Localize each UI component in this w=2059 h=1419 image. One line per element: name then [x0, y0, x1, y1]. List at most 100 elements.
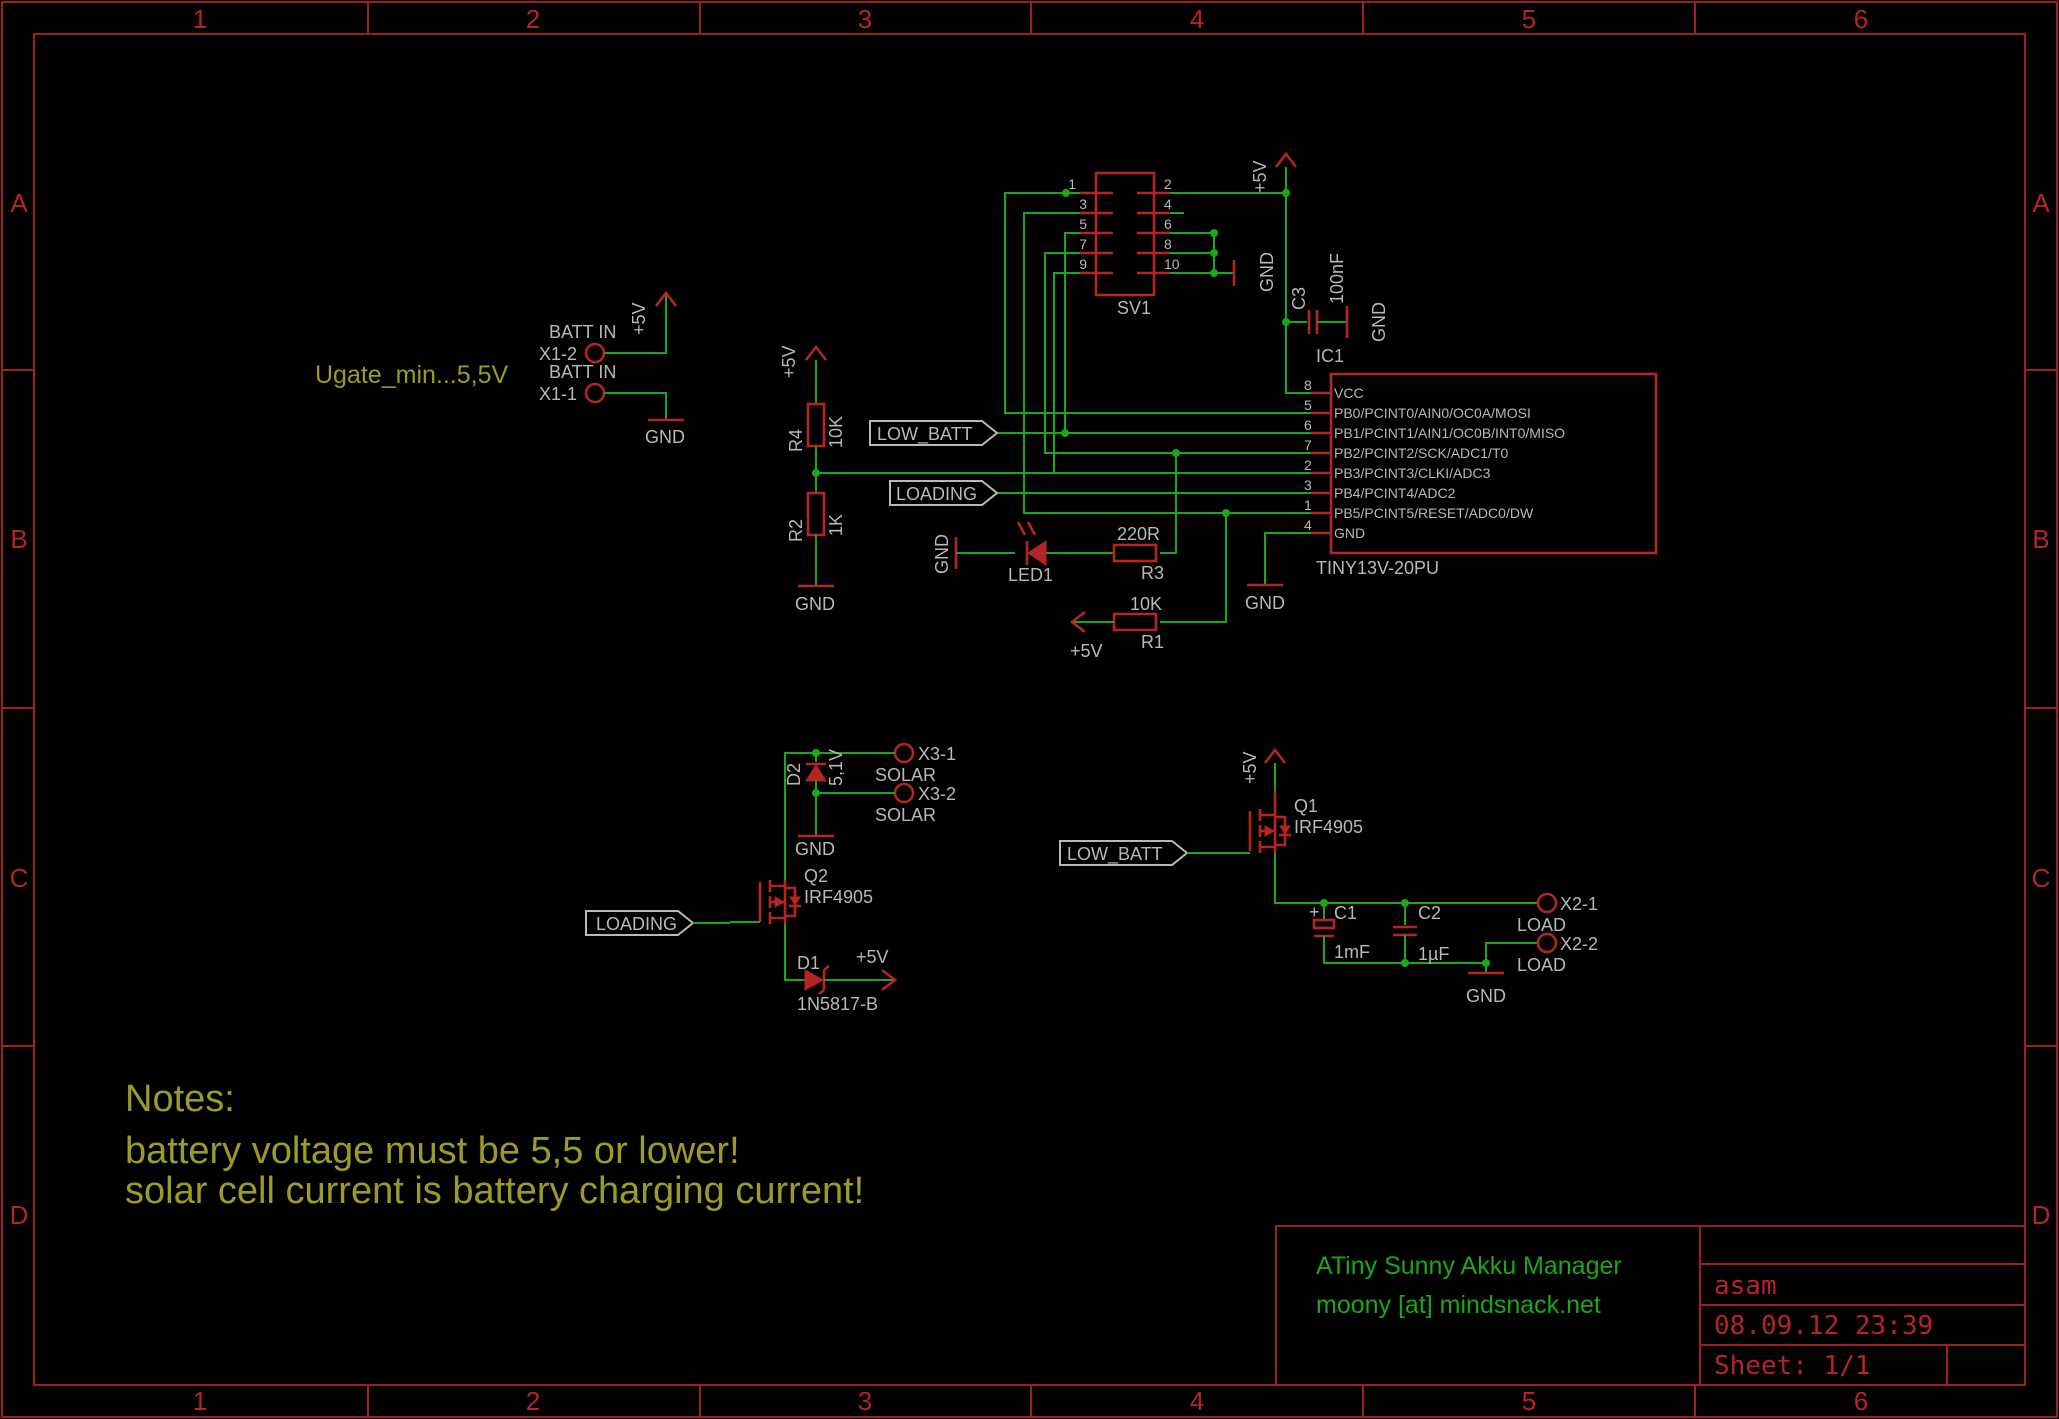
divider-vcc-label: +5V: [779, 345, 799, 378]
ic1-pin-pb5: PB5/PCINT5/RESET/ADC0/DW: [1334, 505, 1534, 521]
c2-name: C2: [1418, 903, 1441, 923]
notes-heading: Notes:: [125, 1078, 235, 1120]
sv1-pin-8: 8: [1164, 236, 1172, 252]
net-label-low-batt-ic-text: LOW_BATT: [877, 424, 973, 445]
datetime-text: 08.09.12 23:39: [1714, 1311, 1933, 1341]
col-label-5-top: 5: [1522, 4, 1536, 34]
x3-2-pin: X3-2: [918, 784, 956, 804]
sv1-gnd-label: GND: [1257, 252, 1277, 292]
r3-value: 220R: [1117, 524, 1160, 544]
d1-name: D1: [797, 953, 820, 973]
header-vcc-label: +5V: [1250, 160, 1270, 193]
row-label-d-left: D: [10, 1200, 29, 1230]
ic1-pin-gnd: GND: [1334, 525, 1365, 541]
x3-2-label: SOLAR: [875, 805, 936, 825]
net-label-low-batt-ic: LOW_BATT: [869, 420, 999, 446]
d1-value: 1N5817-B: [797, 994, 878, 1014]
header-sv1: 1 3 5 7 9 2 4 6 8 10 SV1: [1068, 171, 1180, 318]
col-label-1-top: 1: [193, 4, 207, 34]
net-label-loading-q2-text: LOADING: [596, 914, 677, 934]
row-label-c-left: C: [10, 863, 29, 893]
batt-in-pin-2: X1-2: [539, 344, 577, 364]
batt-in-pin-1: X1-1: [539, 384, 577, 404]
q2-value: IRF4905: [804, 887, 873, 907]
title-block: ATiny Sunny Akku Manager moony [at] mind…: [1275, 1225, 2026, 1386]
voltage-divider: +5V GND R4 10K R2 1K: [779, 344, 846, 614]
c1-plus: +: [1309, 902, 1320, 922]
signal-wiring: [816, 189, 1311, 623]
q2-name: Q2: [804, 866, 828, 886]
row-label-a-right: A: [2032, 188, 2050, 218]
c3-name: C3: [1289, 287, 1309, 310]
sv1-pin-9: 9: [1079, 256, 1087, 272]
row-label-b-left: B: [10, 524, 27, 554]
net-label-loading-q2: LOADING: [585, 910, 730, 936]
ic1-attiny13: 8 5 6 7 2 3 1 4 VCC PB0/PCINT0/AIN0/OC0A…: [1245, 372, 1658, 613]
r3-name: R3: [1141, 563, 1164, 583]
col-label-2-bottom: 2: [526, 1386, 540, 1416]
ic1-part: TINY13V-20PU: [1316, 558, 1439, 578]
col-label-3-top: 3: [858, 4, 872, 34]
r1-name: R1: [1141, 632, 1164, 652]
batt-in-vcc-label: +5V: [629, 302, 649, 335]
batt-in-gnd-label: GND: [645, 427, 685, 447]
c3-gnd-label: GND: [1369, 302, 1389, 342]
x2-2-pin: X2-2: [1560, 934, 1598, 954]
col-label-6-bottom: 6: [1854, 1386, 1868, 1416]
c1-value: 1mF: [1334, 942, 1370, 962]
d2-value: 5,1V: [826, 749, 846, 786]
ic1-pin-pb0: PB0/PCINT0/AIN0/OC0A/MOSI: [1334, 405, 1531, 421]
row-label-d-right: D: [2032, 1200, 2051, 1230]
ic1-pin-num-3: 3: [1304, 477, 1312, 493]
title-text: ATiny Sunny Akku Manager: [1316, 1252, 1622, 1280]
notes-line-2: solar cell current is battery charging c…: [125, 1170, 864, 1212]
ugate-annotation: Ugate_min...5,5V: [315, 361, 508, 389]
r2-name: R2: [786, 519, 806, 542]
sv1-pin-1: 1: [1068, 176, 1076, 192]
ic1-gnd-label: GND: [1245, 593, 1285, 613]
col-label-6-top: 6: [1854, 4, 1868, 34]
r4-value: 10K: [826, 416, 846, 448]
d2-name: D2: [784, 763, 804, 786]
notes-block: Notes: battery voltage must be 5,5 or lo…: [125, 1078, 864, 1212]
author-text: asam: [1714, 1271, 1777, 1301]
sv1-name: SV1: [1117, 298, 1151, 318]
x3-1-pin: X3-1: [918, 744, 956, 764]
ic1-pin-num-6: 6: [1304, 417, 1312, 433]
x2-1-label: LOAD: [1517, 915, 1566, 935]
ic1-pin-pb1: PB1/PCINT1/AIN1/OC0B/INT0/MISO: [1334, 425, 1565, 441]
load-gnd-label: GND: [1466, 986, 1506, 1006]
d1-vcc-label: +5V: [856, 947, 889, 967]
ic1-pin-num-4: 4: [1304, 517, 1312, 533]
batt-in-label-1: BATT IN: [549, 362, 616, 382]
ic1-pin-pb3: PB3/PCINT3/CLKI/ADC3: [1334, 465, 1491, 481]
sheet-number: Sheet: 1/1: [1714, 1351, 1871, 1381]
x3-1-label: SOLAR: [875, 765, 936, 785]
ic1-pin-num-1: 1: [1304, 497, 1312, 513]
net-label-low-batt-q1: LOW_BATT: [1059, 840, 1220, 866]
contact-text: moony [at] mindsnack.net: [1316, 1291, 1601, 1319]
ic1-pin-num-5: 5: [1304, 397, 1312, 413]
c1-name: C1: [1334, 903, 1357, 923]
sv1-pin-3: 3: [1079, 196, 1087, 212]
sv1-pin-4: 4: [1164, 196, 1172, 212]
d2-gnd-label: GND: [795, 839, 835, 859]
x2-1-pin: X2-1: [1560, 894, 1598, 914]
ic1-pin-pb2: PB2/PCINT2/SCK/ADC1/T0: [1334, 445, 1508, 461]
load-switch: +5V Q1 IRF4905 + C1 1mF C2 1µF: [1220, 747, 1598, 1006]
q1-name: Q1: [1294, 796, 1318, 816]
notes-line-1: battery voltage must be 5,5 or lower!: [125, 1130, 740, 1172]
solar-charger: GND D2 5,1V X3-1 SOLAR X3-2 SOLAR Q2 IRF…: [730, 742, 956, 1014]
batt-in-label-2: BATT IN: [549, 322, 616, 342]
grid-labels: 1 2 3 4 5 6 1 2 3 4 5 6 A B C D A B C D: [10, 4, 2051, 1416]
led-indicator: GND LED1 220R R3: [932, 521, 1164, 585]
ic1-pin-num-2: 2: [1304, 457, 1312, 473]
col-label-4-bottom: 4: [1190, 1386, 1204, 1416]
ic1-name: IC1: [1316, 346, 1344, 366]
r4-name: R4: [786, 429, 806, 452]
r1-vcc-label: +5V: [1070, 641, 1103, 661]
sv1-pin-5: 5: [1079, 216, 1087, 232]
ic1-pin-num-8: 8: [1304, 377, 1312, 393]
net-label-low-batt-q1-text: LOW_BATT: [1067, 844, 1163, 865]
